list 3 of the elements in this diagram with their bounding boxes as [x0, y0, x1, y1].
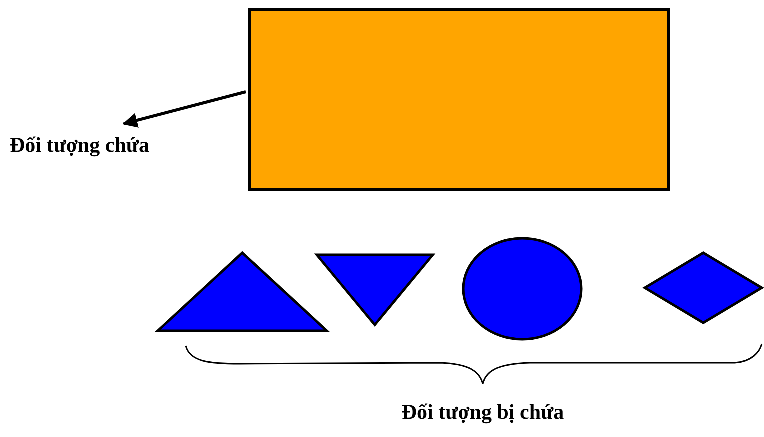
arrow: [122, 90, 246, 128]
label-text: Đối tượng chứa: [10, 124, 238, 158]
caption-text: Đối tượng bị chứa: [400, 400, 566, 425]
